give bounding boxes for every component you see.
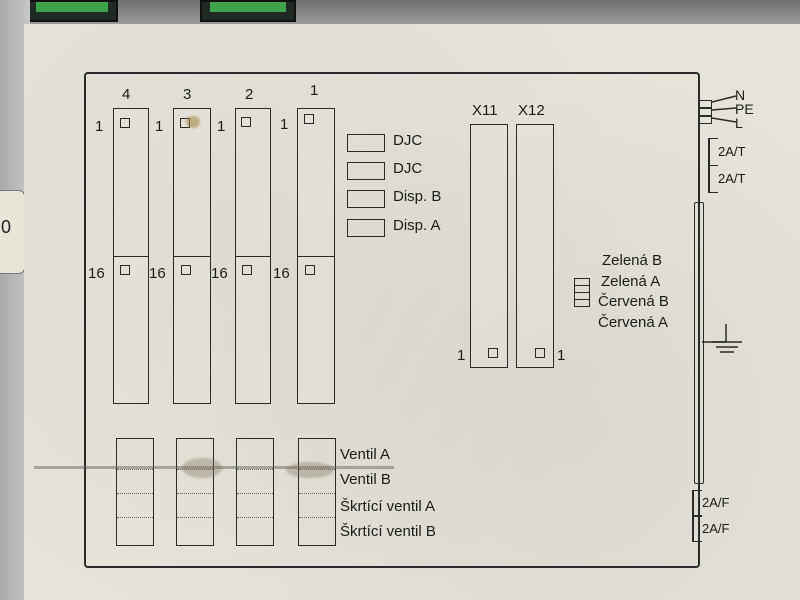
pin-label: 1 [280, 116, 289, 133]
card-slot-3 [173, 108, 211, 404]
fuse-box [708, 165, 718, 193]
fuse-label: 2A/F [702, 521, 730, 536]
indicator-box [347, 134, 385, 152]
power-label: PE [735, 101, 754, 117]
fuse-label: 2A/T [718, 144, 746, 159]
pin-label: 16 [273, 265, 290, 282]
fuse-box [708, 138, 718, 166]
indicator-label: Disp. A [393, 217, 441, 234]
pin-square [120, 265, 130, 275]
slot-number: 2 [245, 86, 254, 103]
valve-slot-3 [176, 438, 214, 546]
x12-connector [516, 124, 554, 368]
indicator-label: Disp. B [393, 188, 442, 205]
label-frame [84, 72, 700, 568]
pin-square [305, 265, 315, 275]
fuse-label: 2A/F [702, 495, 730, 510]
power-terminal-box [698, 116, 712, 124]
crease-line [34, 466, 394, 469]
led-label: Červená A [598, 314, 669, 331]
card-slot-1 [297, 108, 335, 404]
fuse-box [692, 490, 702, 516]
card-slot-2 [235, 108, 271, 404]
smudge [182, 458, 222, 478]
pin-square [488, 348, 498, 358]
background-top [0, 0, 800, 24]
pin-square [304, 114, 314, 124]
top-connector-left [26, 0, 118, 22]
side-tab: 0 [0, 190, 25, 274]
power-label: N [735, 87, 746, 103]
valve-label: Ventil B [340, 471, 391, 488]
valve-slot-2 [236, 438, 274, 546]
slot-number: 3 [183, 86, 192, 103]
power-terminal-box [698, 108, 712, 116]
valve-label: Ventil A [340, 446, 391, 463]
smudge [186, 116, 200, 128]
pin-square [120, 118, 130, 128]
led-label: Zelená B [602, 252, 663, 269]
pin-label: 1 [217, 118, 226, 135]
indicator-label: DJC [393, 160, 423, 177]
pin-label: 1 [557, 347, 566, 364]
valve-slot-4 [116, 438, 154, 546]
indicator-label: DJC [393, 132, 423, 149]
indicator-box [347, 219, 385, 237]
side-tab-text: 0 [1, 217, 12, 237]
pin-label: 16 [211, 265, 228, 282]
pin-label: 1 [95, 118, 104, 135]
pin-square [241, 117, 251, 127]
indicator-box [347, 162, 385, 180]
fuse-label: 2A/T [718, 171, 746, 186]
card-slot-4 [113, 108, 149, 404]
label-sheet [24, 24, 800, 600]
smudge [286, 462, 334, 478]
fuse-box [692, 516, 702, 542]
power-leads [711, 95, 737, 123]
valve-slot-1 [298, 438, 336, 546]
ground-icon [702, 324, 742, 353]
x11-connector [470, 124, 508, 368]
x-connector-label: X12 [518, 102, 545, 119]
top-connector-right [200, 0, 296, 22]
valve-label: Škrtící ventil B [340, 523, 436, 540]
pin-label: 1 [155, 118, 164, 135]
power-label: L [735, 115, 743, 131]
pin-square [181, 265, 191, 275]
pin-label: 16 [149, 265, 166, 282]
slot-number: 1 [310, 82, 319, 99]
led-box [574, 299, 590, 307]
x-connector-label: X11 [472, 102, 498, 119]
slot-number: 4 [122, 86, 131, 103]
indicator-box [347, 190, 385, 208]
led-label: Červená B [598, 293, 669, 310]
ground-bar [694, 202, 704, 484]
power-terminal-box [698, 100, 712, 108]
valve-label: Škrtící ventil A [340, 498, 436, 515]
led-label: Zelená A [601, 273, 661, 290]
pin-square [242, 265, 252, 275]
pin-label: 16 [88, 265, 105, 282]
pin-square [535, 348, 545, 358]
pin-label: 1 [457, 347, 466, 364]
